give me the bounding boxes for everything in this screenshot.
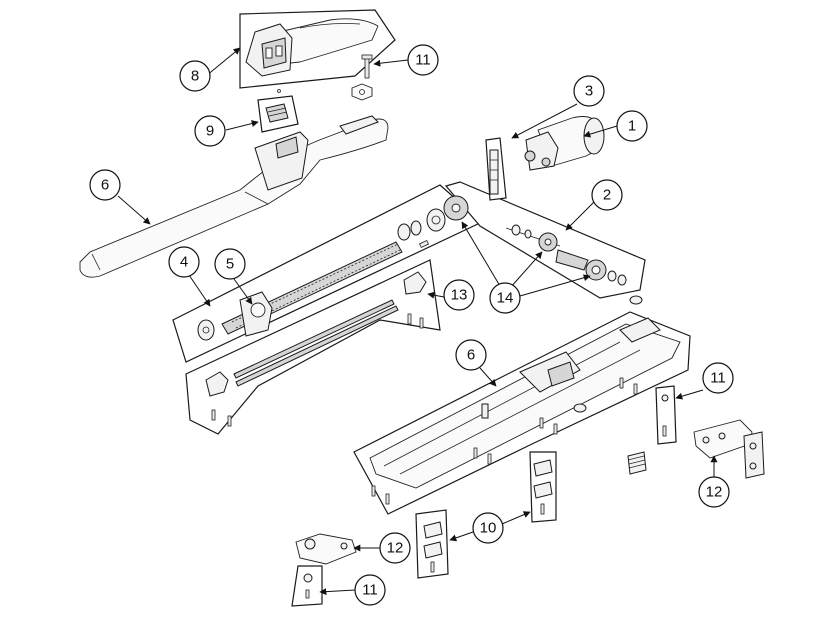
callout-5: 5	[214, 248, 246, 280]
svg-text:6: 6	[467, 347, 475, 364]
lower-housing-panel	[353, 295, 691, 515]
svg-text:12: 12	[706, 484, 723, 501]
top-bolt-and-nut	[351, 54, 373, 101]
callout-9: 9	[194, 115, 226, 147]
svg-text:6: 6	[101, 177, 109, 194]
svg-text:10: 10	[480, 520, 497, 537]
release-key-panel	[257, 95, 299, 133]
callout-6-lower: 6	[455, 339, 487, 371]
svg-text:13: 13	[451, 287, 468, 304]
svg-text:11: 11	[710, 370, 726, 387]
callout-6-upper: 6	[89, 169, 121, 201]
worm-screw-panel	[172, 184, 484, 363]
svg-text:2: 2	[603, 187, 611, 204]
callout-14: 14	[489, 282, 521, 314]
callout-2: 2	[591, 179, 623, 211]
svg-text:5: 5	[226, 256, 234, 273]
front-plate-panel	[291, 565, 323, 607]
callout-12-right: 12	[698, 476, 730, 508]
callout-11-bottom: 11	[354, 574, 386, 606]
callout-11-top: 11	[407, 44, 439, 76]
motor-shaft-panel	[485, 137, 507, 201]
rear-bracket	[693, 419, 765, 479]
rail-bracket-panel	[185, 259, 441, 435]
gear-assembly-panel	[443, 181, 646, 299]
clip-panel-b	[415, 509, 449, 579]
callout-1: 1	[616, 110, 648, 142]
callout-8: 8	[179, 60, 211, 92]
motor	[524, 116, 605, 171]
callout-11-right: 11	[702, 362, 734, 394]
callout-3: 3	[573, 75, 605, 107]
svg-text:11: 11	[362, 582, 378, 599]
upper-housing-cover	[79, 115, 389, 278]
leader-lines	[117, 47, 718, 596]
cable-gland	[627, 451, 647, 475]
callout-12-left: 12	[379, 532, 411, 564]
svg-text:11: 11	[415, 52, 431, 69]
svg-text:1: 1	[628, 118, 636, 135]
clip-panel-a	[529, 451, 557, 523]
svg-text:8: 8	[191, 68, 199, 85]
svg-text:3: 3	[585, 83, 593, 100]
front-bracket	[295, 533, 357, 565]
cover-panel	[239, 9, 396, 93]
svg-text:9: 9	[206, 123, 214, 140]
callout-13: 13	[443, 279, 475, 311]
callout-10: 10	[472, 512, 504, 544]
svg-text:4: 4	[180, 254, 188, 271]
svg-text:12: 12	[387, 540, 404, 557]
svg-text:14: 14	[497, 290, 514, 307]
callout-4: 4	[168, 246, 200, 278]
rear-plate-panel	[655, 385, 677, 445]
